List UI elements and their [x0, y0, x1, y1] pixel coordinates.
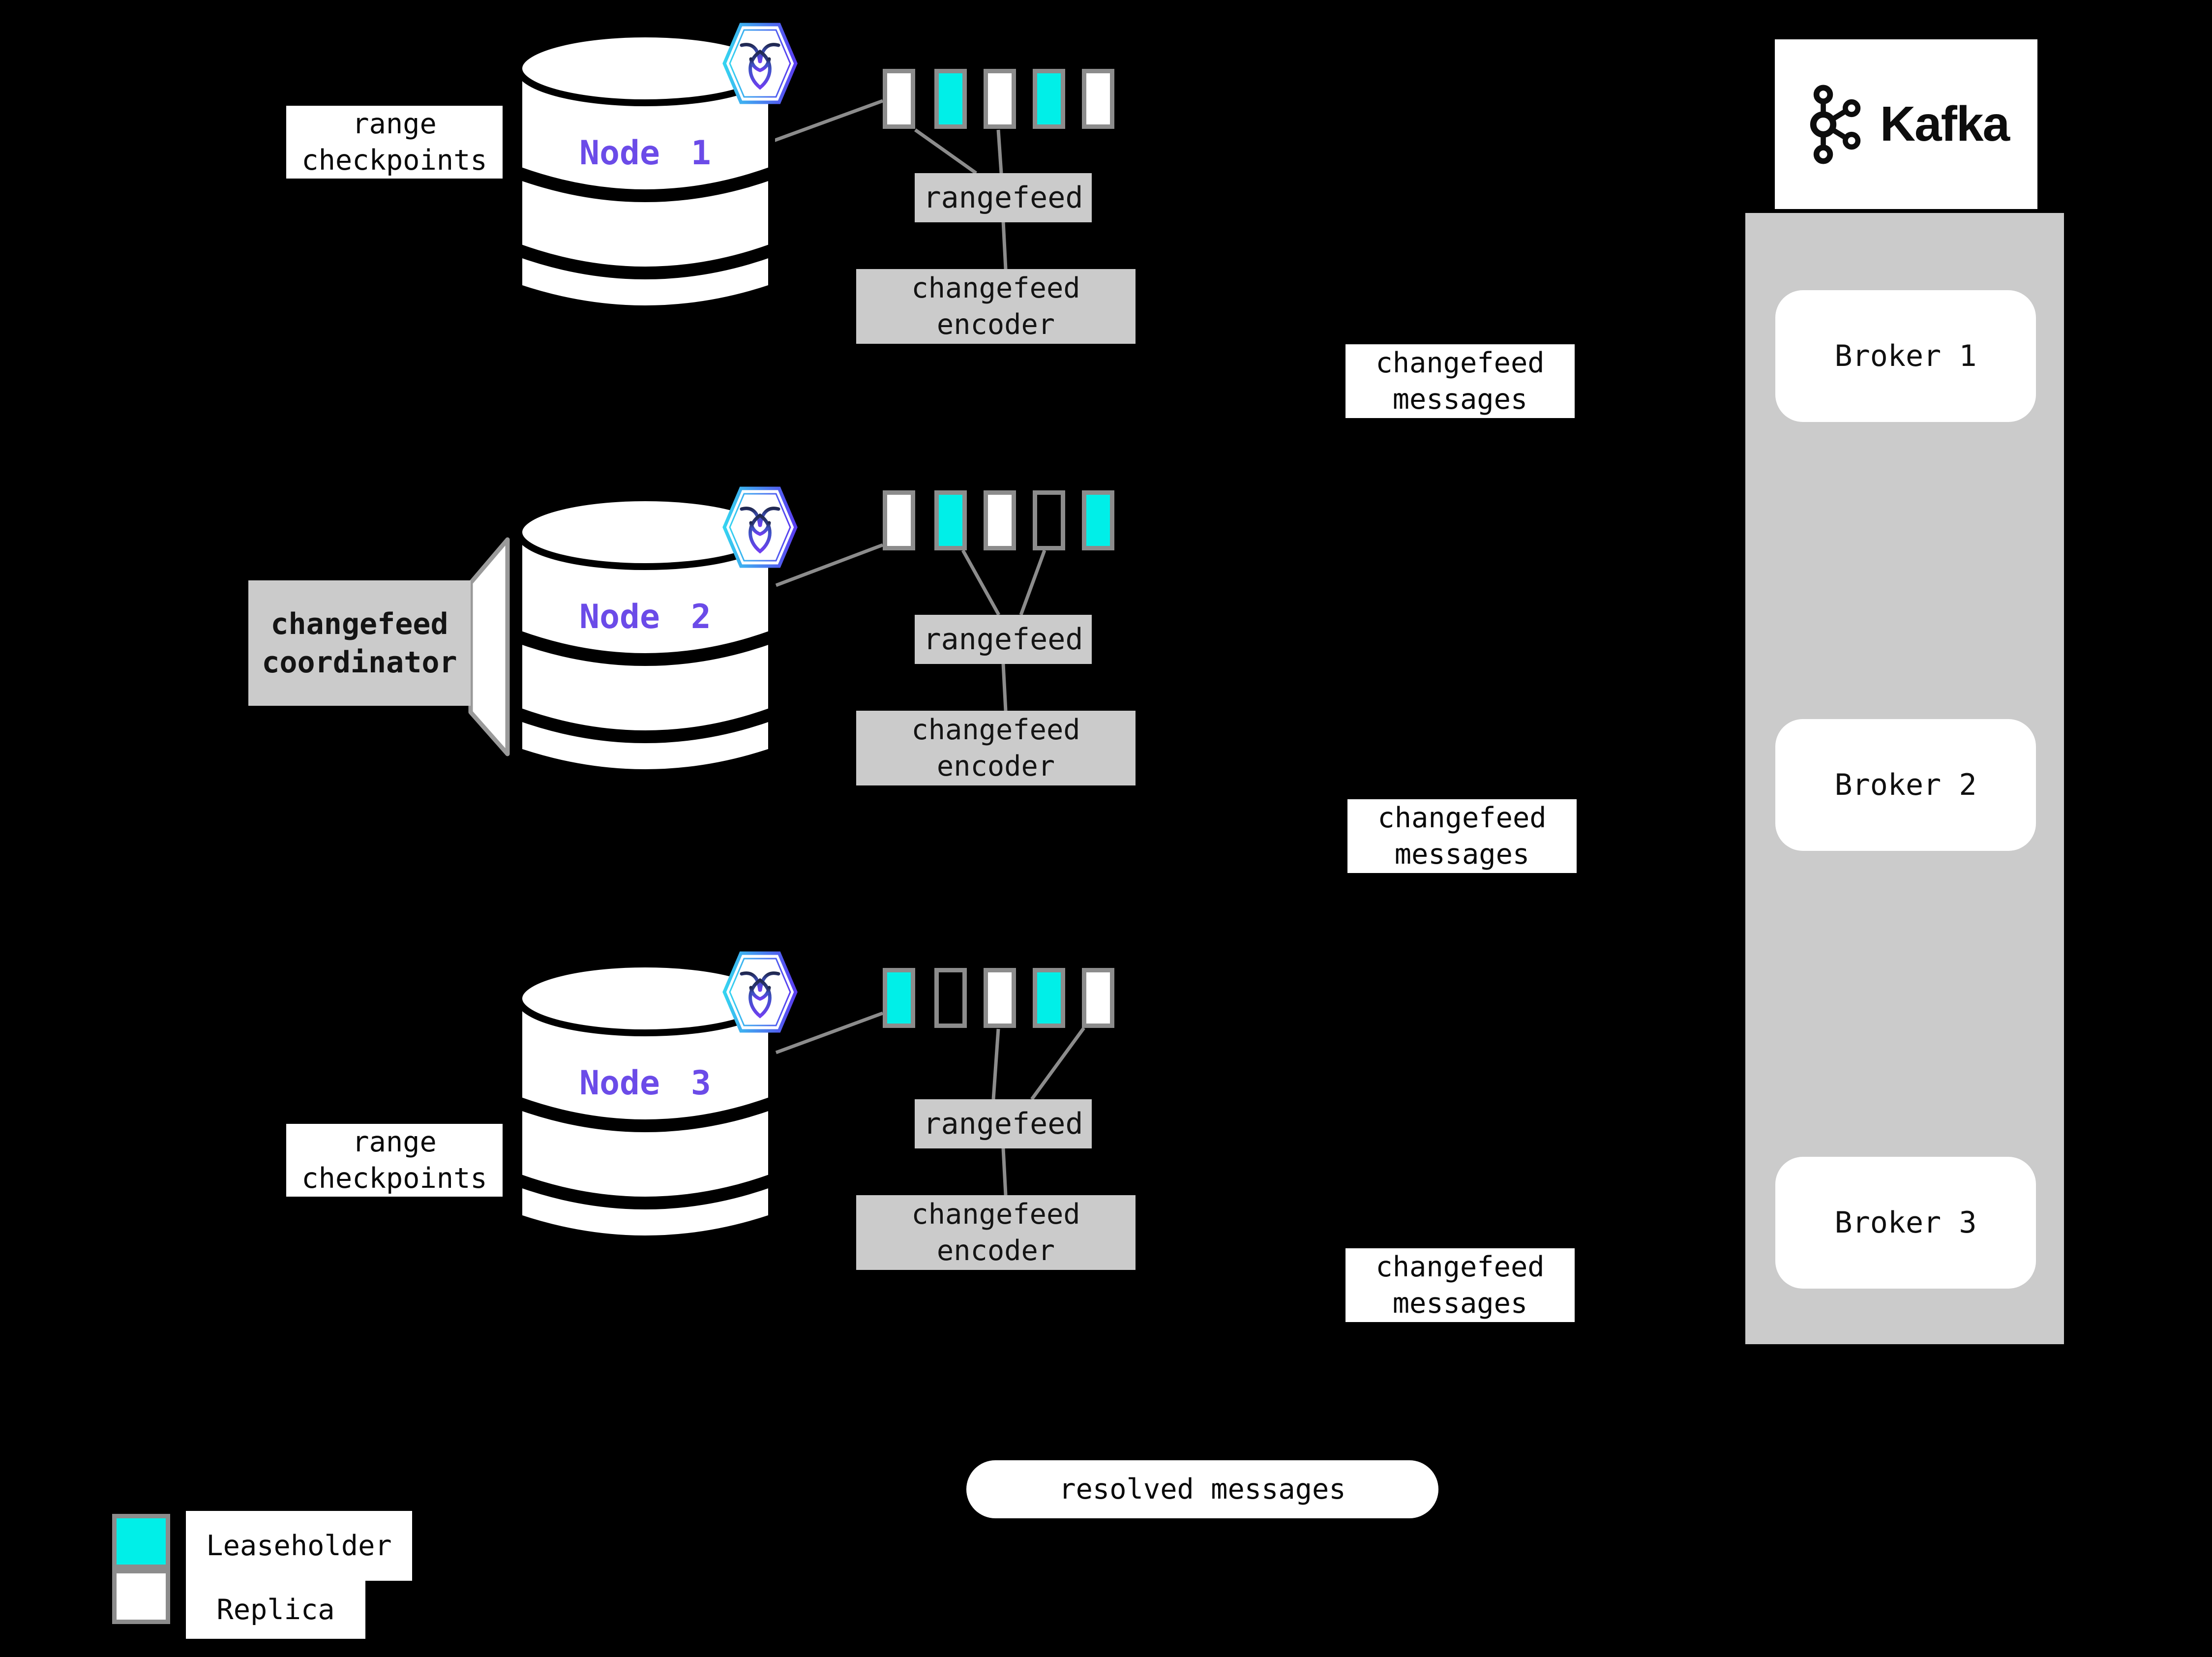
- range-square: [883, 490, 915, 550]
- rangefeed-box-1: rangefeed: [915, 173, 1092, 222]
- range-square: [1033, 968, 1065, 1028]
- range-square: [984, 69, 1016, 129]
- range-square: [1033, 69, 1065, 129]
- node3-name: Node 3: [579, 1064, 711, 1103]
- line-rangefeed-to-encoder-2: [1001, 663, 1008, 711]
- line-range-to-rangefeed-3a: [991, 1028, 1000, 1100]
- range-square: [1082, 69, 1114, 129]
- kafka-broker-2: Broker 2: [1775, 719, 2036, 851]
- changefeed-messages-label-2: changefeed messages: [1347, 799, 1577, 873]
- kafka-cluster-panel: Broker 1 Broker 2 Broker 3: [1745, 213, 2064, 1344]
- rangefeed-box-3: rangefeed: [915, 1099, 1092, 1148]
- node2-name: Node 2: [579, 598, 711, 636]
- node1-name: Node 1: [579, 134, 711, 173]
- range-square: [1082, 490, 1114, 550]
- changefeed-encoder-box-1: changefeed encoder: [856, 269, 1136, 344]
- range-checkpoints-label-3: range checkpoints: [286, 1124, 503, 1197]
- cockroachdb-icon: [722, 951, 798, 1033]
- kafka-wordmark: Kafka: [1880, 96, 2010, 151]
- coordinator-ribbon: [468, 537, 510, 756]
- kafka-broker-1: Broker 1: [1775, 290, 2036, 422]
- line-rangefeed-to-encoder-3: [1001, 1148, 1008, 1196]
- legend-replica-swatch: [112, 1569, 170, 1624]
- range-square: [883, 968, 915, 1028]
- line-range-to-rangefeed-2b: [1019, 549, 1046, 616]
- kafka-logo: Kafka: [1775, 39, 2037, 209]
- changefeed-messages-label-1: changefeed messages: [1345, 344, 1575, 418]
- range-square: [934, 968, 967, 1028]
- line-node2-to-range: [775, 543, 884, 587]
- range-square: [934, 490, 967, 550]
- range-square: [1082, 968, 1114, 1028]
- legend-replica-label: Replica: [186, 1581, 365, 1639]
- line-range-to-rangefeed-1b: [996, 129, 1003, 174]
- cockroachdb-icon: [722, 22, 798, 105]
- rangefeed-box-2: rangefeed: [915, 615, 1092, 664]
- changefeed-encoder-box-2: changefeed encoder: [856, 711, 1136, 785]
- line-node3-to-range: [775, 1011, 884, 1054]
- line-rangefeed-to-encoder-1: [1001, 221, 1008, 270]
- line-range-to-rangefeed-1a: [914, 128, 978, 175]
- range-square: [1033, 490, 1065, 550]
- legend-leaseholder-swatch: [112, 1514, 170, 1569]
- changefeed-coordinator-label: changefeed coordinator: [248, 580, 471, 706]
- range-square: [934, 69, 967, 129]
- changefeed-encoder-box-3: changefeed encoder: [856, 1195, 1136, 1270]
- cockroachdb-icon: [722, 486, 798, 569]
- legend-leaseholder-label: Leaseholder: [186, 1511, 412, 1581]
- range-square: [883, 69, 915, 129]
- range-square: [984, 490, 1016, 550]
- range-checkpoints-label-1: range checkpoints: [286, 106, 503, 179]
- line-node1-to-range: [754, 99, 884, 150]
- kafka-broker-3: Broker 3: [1775, 1157, 2036, 1289]
- line-range-to-rangefeed-3b: [1030, 1026, 1085, 1101]
- range-square: [984, 968, 1016, 1028]
- changefeed-messages-label-3: changefeed messages: [1345, 1248, 1575, 1322]
- resolved-messages-label: resolved messages: [966, 1460, 1438, 1518]
- line-range-to-rangefeed-2a: [961, 549, 1001, 616]
- kafka-icon: [1810, 84, 1861, 164]
